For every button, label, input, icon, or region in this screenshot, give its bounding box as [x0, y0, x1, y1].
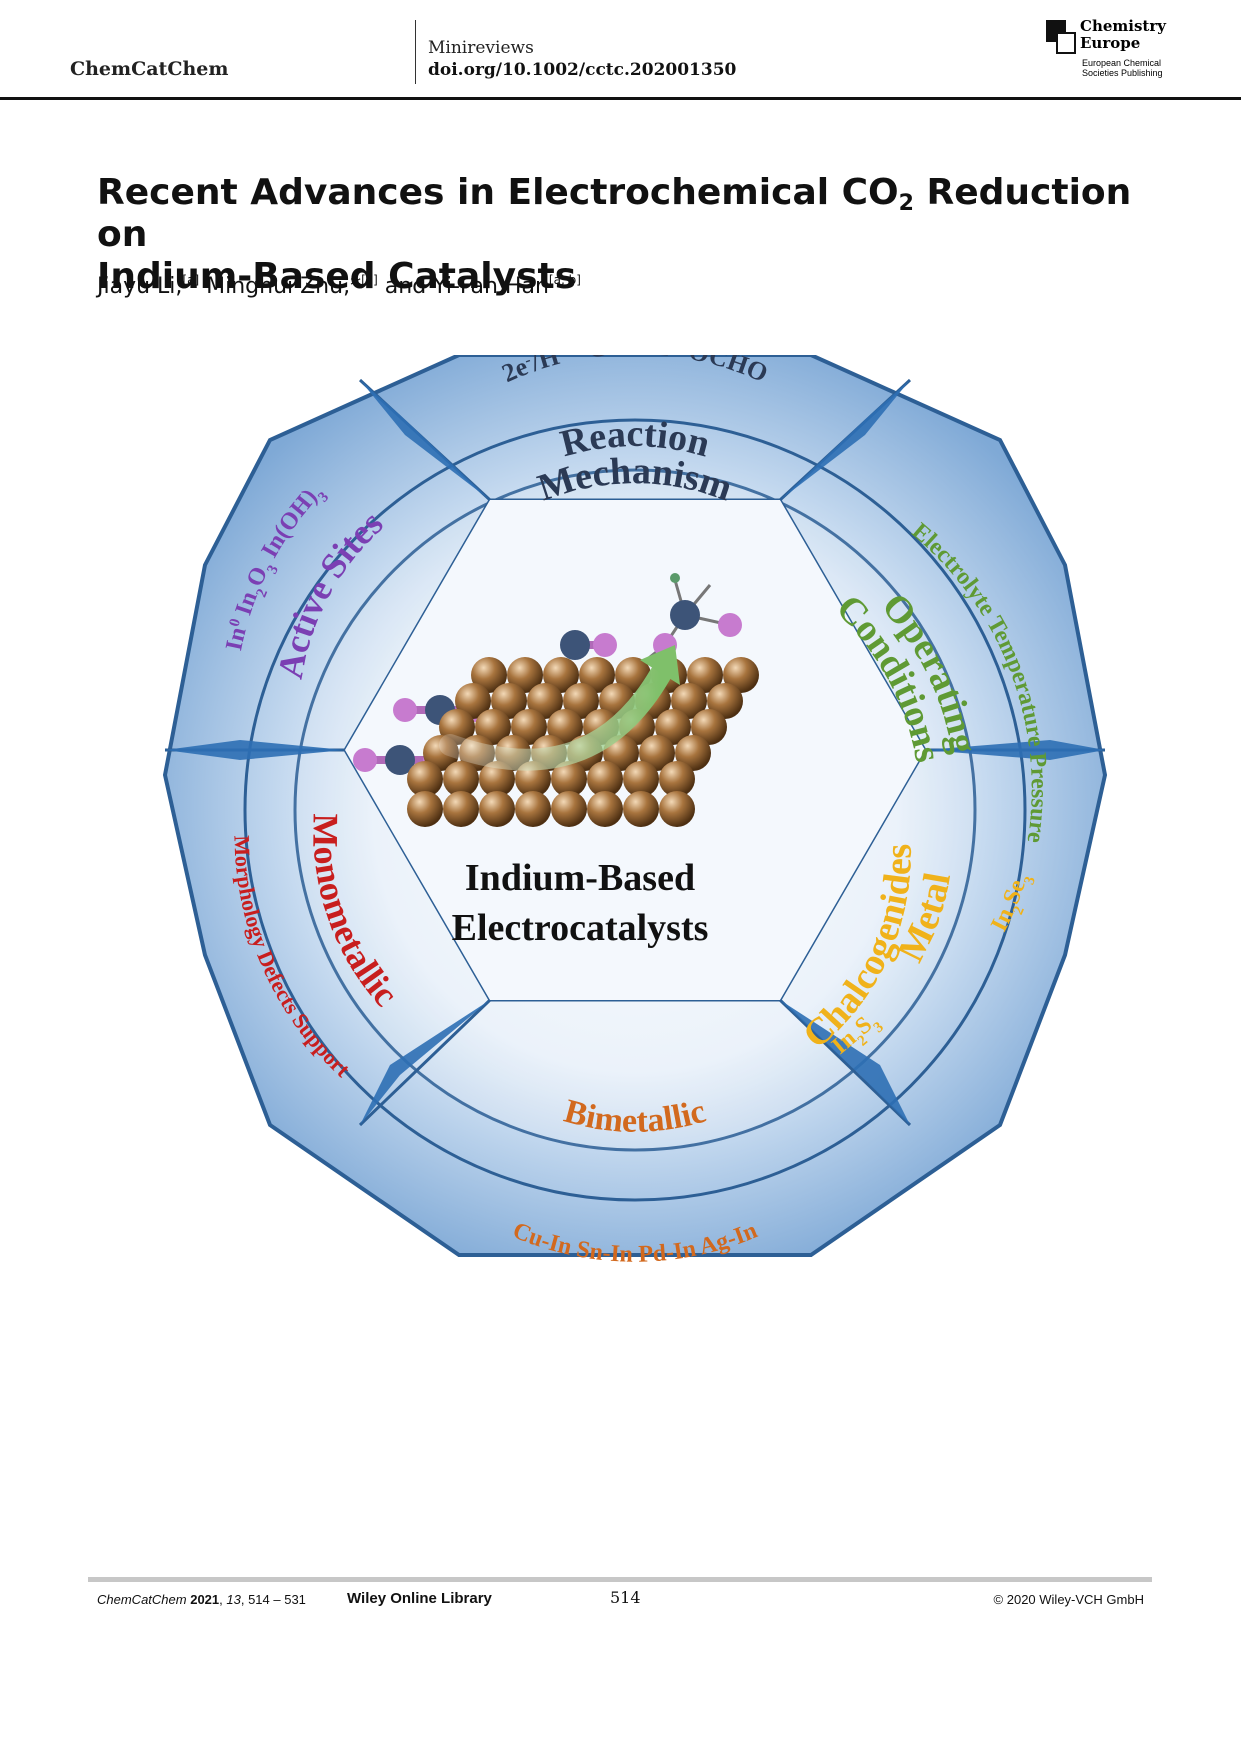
journal-name: ChemCatChem [70, 58, 229, 80]
copyright: © 2020 Wiley-VCH GmbH [993, 1592, 1144, 1607]
doi-link[interactable]: doi.org/10.1002/cctc.202001350 [428, 60, 737, 80]
footer-rule [88, 1577, 1152, 1582]
header-rule [0, 97, 1241, 100]
header-divider [415, 20, 416, 84]
footer-citation: ChemCatChem 2021, 13, 514 – 531 [97, 1592, 306, 1607]
center-label-line2: Electrocatalysts [452, 907, 709, 949]
toc-graphic: 2e-/H+ *COOH *OCHO Reaction Mechanism El… [162, 355, 1108, 1268]
logo-text-chemistry: Chemistry [1080, 17, 1166, 35]
author-affiliation: [a] [361, 273, 378, 287]
author-affiliation: [a] [182, 273, 200, 287]
author-name[interactable]: Minghui Zhu,* [199, 274, 362, 299]
chemistry-europe-logo[interactable]: Chemistry Europe European Chemical Socie… [1046, 18, 1176, 82]
logo-subtext-2: Societies Publishing [1082, 68, 1163, 78]
author-list: Jiayu Li,[a] Minghui Zhu,*[a] and Yi-Fan… [97, 274, 581, 299]
logo-subtext-1: European Chemical [1082, 58, 1162, 68]
reaction-arrow-icon [439, 645, 680, 771]
co-molecule-icon [560, 630, 617, 660]
center-label-line1: Indium-Based [465, 857, 695, 899]
article-title: Recent Advances in Electrochemical CO2 R… [97, 172, 1132, 297]
page-number: 514 [610, 1588, 641, 1607]
logo-text-europe: Europe [1080, 34, 1141, 52]
author-affiliation: [a, b] [548, 273, 581, 287]
indium-lattice-icon [407, 657, 759, 827]
author-name[interactable]: Jiayu Li, [97, 274, 183, 299]
wiley-online-library-link[interactable]: Wiley Online Library [347, 1590, 492, 1607]
section-label: Minireviews [428, 38, 534, 58]
formic-acid-molecule-icon [635, 573, 742, 670]
author-name[interactable]: and Yi-Fan Han [377, 274, 549, 299]
reaction-mechanism-section: 2e-/H+ *COOH *OCHO Reaction Mechanism [498, 355, 773, 509]
chemistry-europe-logo-icon [1046, 20, 1076, 54]
